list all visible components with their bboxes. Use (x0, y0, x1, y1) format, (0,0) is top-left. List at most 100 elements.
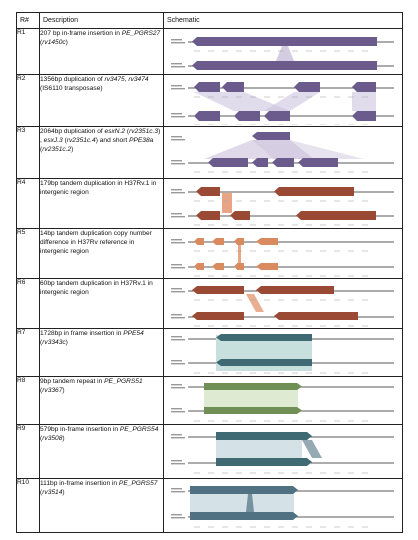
track-label-mark (171, 42, 185, 44)
row-description: 60bp tandem duplication in H37Rv.1 in in… (39, 278, 164, 329)
track-label-mark (171, 113, 182, 115)
duplication-band (246, 294, 264, 312)
description-segment: rv3508 (42, 435, 63, 442)
track-label-mark (171, 189, 182, 191)
insertion-band (276, 46, 294, 61)
schematic-figure (171, 132, 394, 173)
gene-arrow-pe-pgrs54-bottom (216, 458, 312, 466)
row-id: R2 (16, 74, 40, 127)
gene-arrow-left-bottom (196, 211, 220, 220)
row-schematic (163, 376, 403, 425)
track-label-mark (171, 163, 185, 165)
description-segment: PE_PGRS51 (104, 378, 143, 385)
description-segment: 60bp tandem duplication in H37Rv.1 in in… (40, 280, 153, 296)
track-label-mark (171, 437, 185, 439)
row-id: R3 (16, 126, 40, 179)
row-description: 1356bp duplication of rv3475, rv3474 (IS… (39, 74, 164, 127)
track-label-mark (171, 491, 185, 493)
schematic-figure (171, 286, 394, 327)
description-segment: ) (62, 387, 65, 394)
track-label-mark (171, 517, 185, 519)
description-segment: ( (40, 146, 43, 153)
gene-arrow-bottom-3 (264, 111, 290, 121)
description-segment: ) (65, 39, 68, 46)
schematic-figure (171, 82, 394, 125)
row-schematic (163, 278, 403, 329)
description-segment: ) and short (95, 137, 130, 144)
row-description: 1728bp in frame insertion in PPE54 (rv33… (39, 328, 164, 377)
description-segment: ) (65, 339, 68, 346)
track-label-mark (171, 314, 182, 316)
gene-arrow-esxj3-bottom (252, 158, 268, 167)
gene-arrow (234, 263, 244, 270)
duplication-band (252, 140, 364, 159)
gene-arrow-right-top (274, 187, 354, 196)
row-description: 9bp tandem repeat in PE_PGRS51 (rv3367) (39, 376, 164, 425)
gene-arrow-pe-pgrs51-top (204, 383, 302, 390)
description-segment: rv3514 (42, 489, 63, 496)
track-label-mark (171, 139, 185, 141)
header-id: R# (16, 12, 40, 29)
gene-arrow-pe-pgrs54-top (216, 432, 312, 440)
track-label-mark (171, 116, 185, 118)
description-segment: (IS6110 transposase) (40, 85, 103, 92)
insertion-band (302, 440, 322, 458)
gene-arrow-ppe38a-bottom (272, 158, 294, 167)
description-segment: esxN.2 (104, 128, 126, 135)
gene-arrow-bottom-4 (298, 158, 338, 167)
gene-arrow-right-bottom (274, 312, 358, 320)
row-schematic (163, 28, 403, 75)
description-segment: ( (40, 489, 43, 496)
description-segment: ( (40, 339, 43, 346)
track-label-mark (171, 264, 182, 266)
description-segment: PE_PGRS57 (118, 480, 158, 487)
row-schematic (163, 126, 403, 179)
track-label-mark (171, 160, 182, 162)
gene-arrow-pe-pgrs57-top (190, 486, 298, 494)
row-description: 2064bp duplication of esxN.2 (rv2351c.3)… (39, 126, 164, 179)
track-label-mark (171, 288, 182, 290)
description-segment: 1728bp in frame insertion in (40, 330, 124, 337)
row-schematic (163, 424, 403, 479)
description-segment: ( (62, 137, 67, 144)
description-segment: 207 bp in-frame insertion in (40, 30, 122, 37)
description-segment: ) (62, 489, 65, 496)
track-label-mark (171, 39, 182, 41)
description-segment: esxJ.3 (43, 137, 63, 144)
description-segment: rv3367 (42, 387, 63, 394)
row-id: R6 (16, 278, 40, 329)
insertion-band (246, 494, 254, 512)
description-segment: 1356bp duplication of (40, 76, 105, 83)
duplication-band (194, 92, 290, 111)
description-segment: rv3343c (42, 339, 66, 346)
gene-arrow-rv3474-bottom (234, 111, 260, 121)
description-segment: ( (40, 387, 43, 394)
description-segment: 179bp tandem duplication in H37Rv.1 in i… (40, 180, 157, 196)
description-segment: ( (40, 39, 43, 46)
schematic-figure (171, 238, 394, 277)
description-segment: rv2351c.4 (66, 137, 96, 144)
gene-arrow-top-4 (352, 82, 376, 92)
description-segment: 2064bp duplication of (40, 128, 105, 135)
track-label-mark (171, 216, 185, 218)
description-segment: rv3475 (104, 76, 125, 83)
schematic-figure (171, 187, 394, 226)
description-segment: PPE38a (129, 137, 154, 144)
gene-arrow-left-top (196, 187, 220, 196)
table-header-row: R# Description Schematic (16, 12, 403, 29)
schematic-figure (171, 486, 394, 528)
description-segment: ( (125, 128, 130, 135)
row-description: 179bp tandem duplication in H37Rv.1 in i… (39, 178, 164, 229)
row-description: 579bp in-frame insertion in PE_PGRS54 (r… (39, 424, 164, 479)
track-label-mark (171, 136, 182, 138)
gene-arrow (256, 263, 278, 270)
track-label-mark (171, 239, 182, 241)
track-label-mark (171, 317, 185, 319)
track-label-mark (171, 460, 182, 462)
